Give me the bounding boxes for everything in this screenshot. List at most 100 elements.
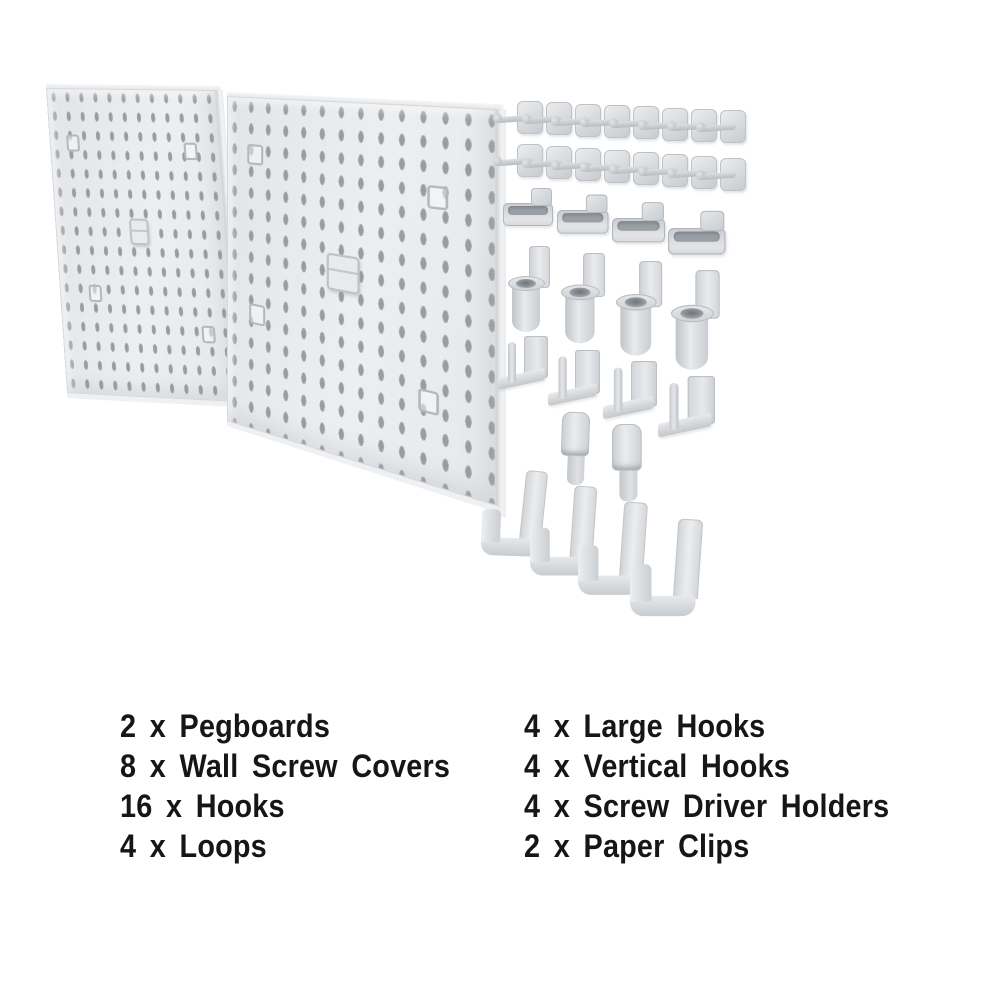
loop-cavity bbox=[673, 231, 720, 242]
wall-screw-cover-hole bbox=[201, 325, 216, 344]
large-hook-lip bbox=[530, 527, 550, 562]
screw-driver-holder-item bbox=[561, 253, 606, 348]
cover-seam bbox=[329, 268, 358, 276]
wall-screw-cover-hole bbox=[183, 142, 198, 160]
hook-tip bbox=[666, 120, 677, 132]
vertical-hook-item bbox=[658, 376, 715, 440]
wall-screw-cover-hole bbox=[418, 387, 439, 417]
kit-item-screw-driver-holders: 4 x Screw Driver Holders bbox=[524, 788, 890, 824]
holder-cylinder bbox=[512, 284, 540, 332]
clip-strap bbox=[612, 424, 642, 471]
loop-cavity bbox=[617, 221, 660, 231]
hook-tip bbox=[492, 155, 503, 167]
hook-tip bbox=[608, 163, 619, 175]
loop-tab bbox=[531, 188, 552, 206]
pegboard-left bbox=[45, 83, 246, 409]
holder-hole bbox=[624, 297, 647, 308]
wall-screw-cover-hole bbox=[87, 284, 103, 302]
vertical-hook-item bbox=[498, 336, 548, 392]
holder-hole bbox=[680, 308, 704, 319]
hook-tip bbox=[579, 161, 590, 173]
screw-driver-holder-item bbox=[508, 246, 550, 336]
loop-item bbox=[557, 194, 609, 234]
vhook-pin bbox=[508, 342, 516, 383]
vhook-base bbox=[548, 383, 597, 407]
large-hook-plate bbox=[672, 518, 704, 599]
vertical-hook-item bbox=[603, 361, 657, 421]
hook-tip bbox=[608, 118, 619, 129]
kit-item-wall-screw-covers: 8 x Wall Screw Covers bbox=[120, 748, 451, 784]
cover-seam bbox=[131, 229, 147, 232]
kit-item-paper-clips: 2 x Paper Clips bbox=[524, 828, 750, 864]
vhook-base bbox=[658, 412, 712, 438]
large-hook-lip bbox=[480, 508, 502, 543]
wall-screw-cover-hole bbox=[247, 143, 264, 166]
board-top-edge bbox=[227, 92, 504, 110]
hook-tip bbox=[521, 157, 532, 169]
vhook-base bbox=[498, 368, 545, 390]
hook-tip bbox=[521, 114, 532, 125]
screw-driver-holder-item bbox=[616, 261, 663, 360]
vertical-hook-item bbox=[548, 350, 600, 408]
loop-item bbox=[503, 188, 553, 226]
hook-tip bbox=[579, 116, 590, 128]
hook-tip bbox=[550, 115, 561, 127]
clip-strap bbox=[560, 411, 591, 457]
screw-driver-holder-item bbox=[671, 270, 720, 374]
hook-item bbox=[695, 158, 746, 191]
loop-cavity bbox=[562, 213, 604, 223]
kit-list-left-column: 2 x Pegboards 8 x Wall Screw Covers 16 x… bbox=[120, 706, 450, 866]
large-hook-item bbox=[530, 485, 598, 576]
pegboard-center-cover bbox=[128, 218, 150, 246]
kit-item-large-hooks: 4 x Large Hooks bbox=[524, 708, 766, 744]
holder-cylinder bbox=[565, 292, 595, 344]
loop-tab bbox=[585, 194, 608, 214]
board-right-edge bbox=[496, 108, 507, 518]
pegboard-center-cover bbox=[327, 252, 361, 296]
board-top-edge bbox=[45, 83, 221, 91]
wall-screw-cover-hole bbox=[249, 302, 266, 327]
large-hook-lip bbox=[630, 564, 652, 602]
loop-tab bbox=[641, 202, 664, 222]
paper-clip-item bbox=[612, 424, 644, 502]
pegboard-left-wrap bbox=[45, 83, 246, 409]
pegboard-right-wrap bbox=[227, 92, 507, 518]
kit-item-vertical-hooks: 4 x Vertical Hooks bbox=[524, 748, 790, 784]
holder-hole bbox=[569, 287, 591, 298]
large-hook-lip bbox=[578, 545, 599, 581]
board-bottom-edge bbox=[227, 421, 505, 515]
pegboard-right bbox=[227, 92, 507, 518]
clip-tongue bbox=[566, 451, 585, 486]
hook-tip bbox=[492, 112, 503, 124]
wall-screw-cover-hole bbox=[65, 133, 80, 152]
hook-tip bbox=[695, 121, 706, 133]
vhook-base bbox=[603, 395, 654, 420]
loop-item bbox=[668, 210, 726, 255]
hook-tip bbox=[637, 165, 648, 177]
holder-hole bbox=[516, 279, 536, 288]
clip-tongue bbox=[619, 466, 638, 502]
loop-cavity bbox=[508, 206, 548, 215]
vhook-pin bbox=[558, 356, 567, 399]
large-hook-item bbox=[630, 518, 704, 617]
hook-tip bbox=[550, 159, 561, 171]
paper-clip-item bbox=[560, 411, 593, 486]
hook-arm bbox=[695, 121, 737, 133]
kit-item-loops: 4 x Loops bbox=[120, 828, 267, 864]
kit-item-pegboards: 2 x Pegboards bbox=[120, 708, 331, 744]
board-bottom-edge bbox=[67, 393, 245, 408]
kit-list-right-column: 4 x Large Hooks 4 x Vertical Hooks 4 x S… bbox=[524, 706, 889, 866]
holder-cylinder bbox=[620, 302, 652, 356]
hook-arm bbox=[695, 169, 737, 181]
loop-item bbox=[612, 202, 665, 243]
loop-tab bbox=[700, 210, 725, 232]
kit-item-hooks: 16 x Hooks bbox=[120, 788, 285, 824]
hook-tip bbox=[695, 169, 706, 181]
large-hook-item bbox=[578, 501, 649, 595]
vhook-pin bbox=[669, 382, 679, 430]
holder-cylinder bbox=[675, 314, 709, 370]
hook-item bbox=[695, 110, 746, 144]
hook-tip bbox=[666, 167, 677, 179]
vhook-pin bbox=[613, 367, 623, 412]
